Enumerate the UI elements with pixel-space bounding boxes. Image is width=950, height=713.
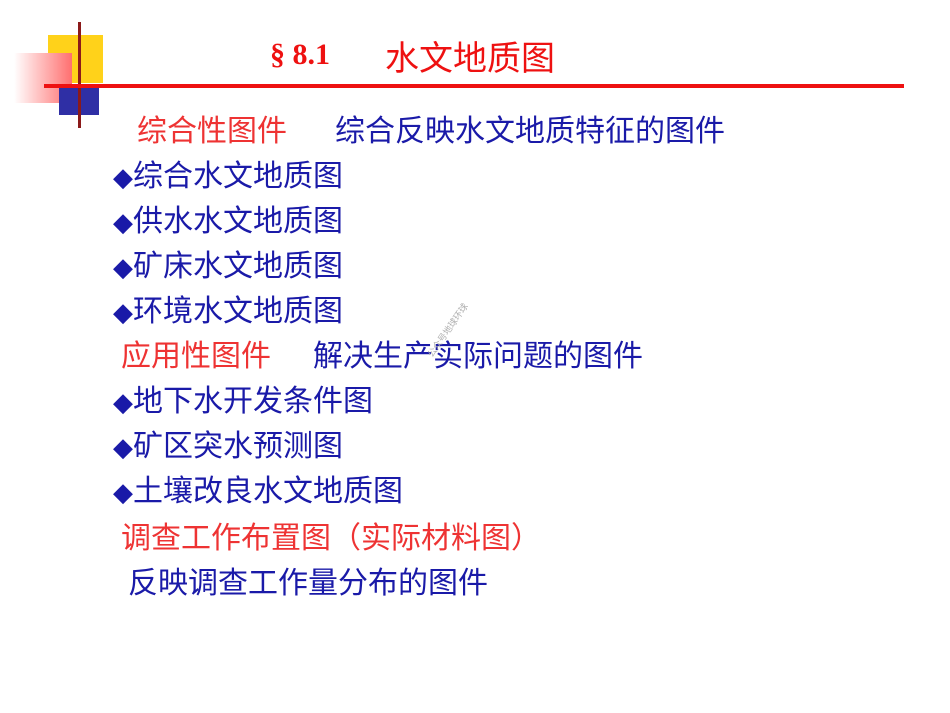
- list-item-text: 地下水开发条件图: [133, 384, 373, 419]
- diamond-bullet-icon: ◆: [113, 253, 133, 283]
- diamond-bullet-icon: ◆: [113, 208, 133, 238]
- survey-desc: 反映调查工作量分布的图件: [128, 564, 488, 604]
- heading-comprehensive: 综合性图件 综合反映水文地质特征的图件: [137, 112, 725, 152]
- list-item-text: 供水水文地质图: [133, 204, 343, 239]
- list-item-text: 矿床水文地质图: [133, 249, 343, 284]
- diamond-bullet-icon: ◆: [113, 388, 133, 418]
- diamond-bullet-icon: ◆: [113, 478, 133, 508]
- list-item: ◆供水水文地质图: [113, 202, 343, 243]
- diamond-bullet-icon: ◆: [113, 433, 133, 463]
- list-item-text: 综合水文地质图: [133, 159, 343, 194]
- section-number: § 8.1: [270, 38, 330, 71]
- list-item: ◆环境水文地质图: [113, 292, 343, 333]
- diamond-bullet-icon: ◆: [113, 298, 133, 328]
- heading-label: 应用性图件: [121, 339, 271, 374]
- list-item: ◆矿床水文地质图: [113, 247, 343, 288]
- list-item: ◆土壤改良水文地质图: [113, 472, 403, 513]
- list-item-text: 矿区突水预测图: [133, 429, 343, 464]
- diamond-bullet-icon: ◆: [113, 163, 133, 193]
- list-item: ◆综合水文地质图: [113, 157, 343, 198]
- heading-desc: 综合反映水文地质特征的图件: [335, 114, 725, 149]
- heading-applied: 应用性图件 解决生产实际问题的图件: [121, 337, 643, 377]
- survey-desc-text: 反映调查工作量分布的图件: [128, 566, 488, 601]
- list-item-text: 环境水文地质图: [133, 294, 343, 329]
- heading-survey: 调查工作布置图（实际材料图）: [121, 519, 541, 559]
- list-item-text: 土壤改良水文地质图: [133, 474, 403, 509]
- decor-vertical-bar: [78, 22, 81, 128]
- slide-title: § 8.1 水文地质图: [270, 30, 555, 80]
- title-text: 水文地质图: [385, 38, 555, 79]
- list-item: ◆地下水开发条件图: [113, 382, 373, 423]
- title-underline: [44, 84, 904, 88]
- list-item: ◆矿区突水预测图: [113, 427, 343, 468]
- heading-label: 调查工作布置图（实际材料图）: [121, 521, 541, 556]
- heading-label: 综合性图件: [137, 114, 287, 149]
- heading-desc: 解决生产实际问题的图件: [313, 339, 643, 374]
